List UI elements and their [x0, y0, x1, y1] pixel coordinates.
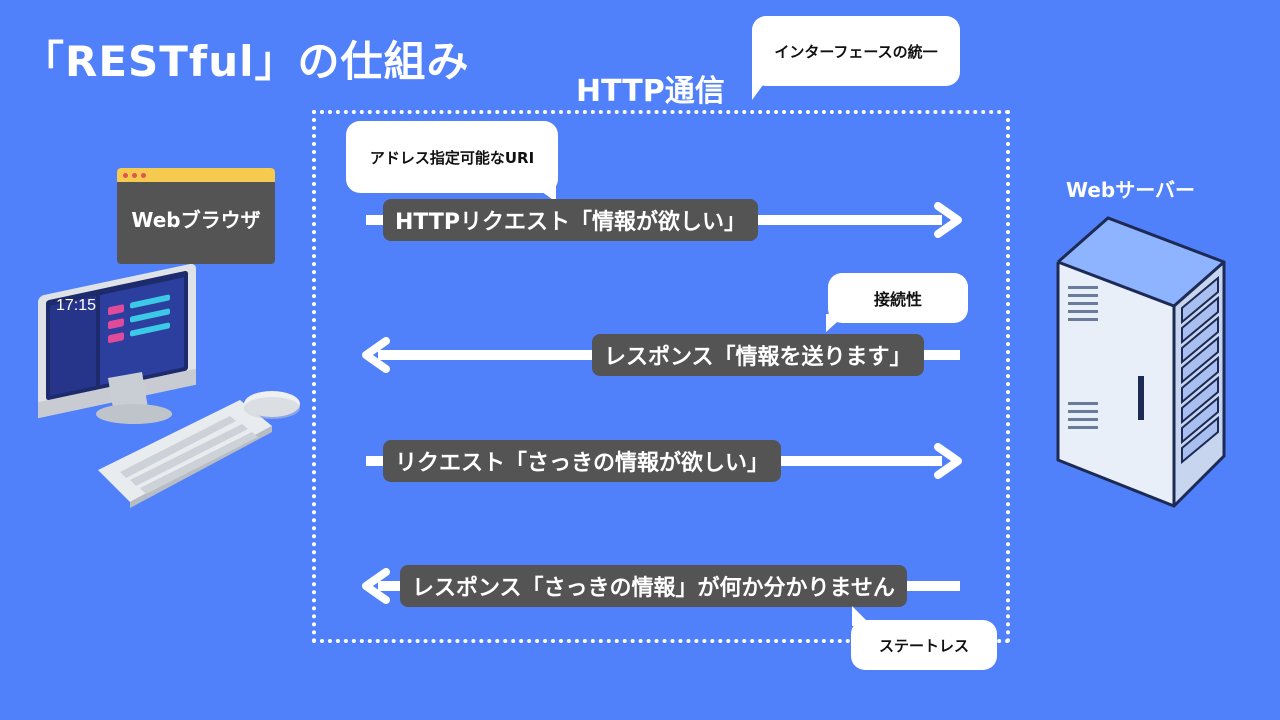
http-communication-frame	[312, 110, 1010, 643]
browser-label: Webブラウザ	[131, 208, 261, 232]
monitor-stand	[108, 372, 148, 414]
browser-title-bar	[117, 168, 275, 182]
clock-text: 17:15	[56, 297, 96, 314]
request-2-label: リクエスト「さっきの情報が欲しい」	[383, 440, 782, 482]
connectivity-bubble: 接続性	[828, 273, 968, 323]
response-1-label: レスポンス「情報を送ります」	[592, 334, 924, 376]
response-arrow-2-head	[362, 568, 390, 604]
request-1-label: HTTPリクエスト「情報が欲しい」	[383, 199, 759, 241]
interface-bubble-tail	[752, 70, 774, 100]
stateless-text: ステートレス	[878, 636, 969, 655]
response-2-label: レスポンス「さっきの情報」が何か分かりません	[400, 565, 907, 607]
monitor-base	[96, 404, 172, 424]
interface-uniformity-bubble: インターフェースの統一	[752, 16, 960, 86]
web-browser-card: Webブラウザ	[117, 168, 275, 264]
window-dot-icon	[141, 172, 146, 178]
interface-uniformity-text: インターフェースの統一	[774, 42, 938, 61]
window-dot-icon	[123, 172, 128, 178]
window-dot-icon	[132, 172, 137, 178]
server-label: Webサーバー	[1066, 178, 1196, 202]
server-rack-illustration	[1056, 216, 1226, 508]
connectivity-text: 接続性	[873, 290, 922, 309]
stateless-bubble: ステートレス	[851, 620, 997, 670]
monitor	[38, 263, 196, 419]
page-title: 「RESTful」の仕組み	[22, 37, 470, 86]
uri-text: アドレス指定可能なURI	[369, 148, 535, 167]
http-communication-label: HTTP通信	[576, 74, 725, 109]
uri-bubble-tail	[534, 186, 556, 202]
computer-illustration: 17:15	[38, 263, 300, 508]
request-arrow-1-head	[934, 202, 962, 238]
request-arrow-2-head	[934, 443, 962, 479]
connectivity-bubble-tail	[826, 314, 846, 332]
response-arrow-1-head	[362, 337, 390, 373]
uri-bubble: アドレス指定可能なURI	[346, 121, 558, 193]
